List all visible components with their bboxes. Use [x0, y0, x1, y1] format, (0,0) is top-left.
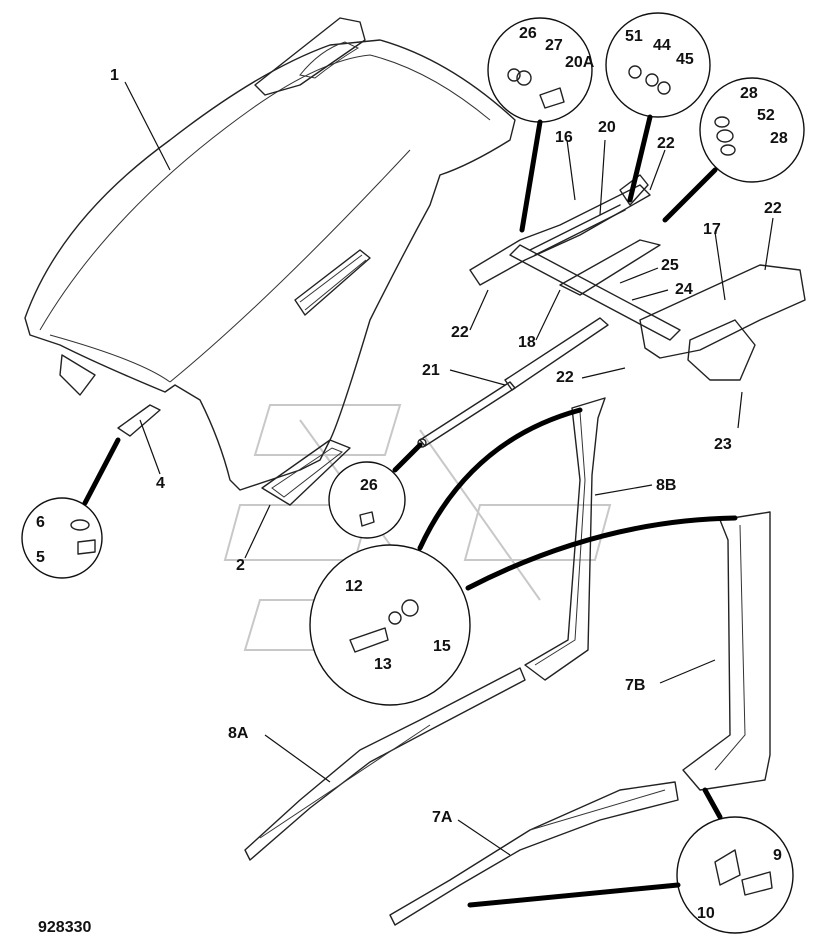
detail-circle-26-low [328, 442, 423, 539]
label-8a: 8A [228, 725, 249, 742]
label-25: 25 [661, 257, 679, 274]
label-9: 9 [773, 847, 782, 864]
label-45: 45 [676, 51, 694, 68]
label-51: 51 [625, 28, 643, 45]
part-8a-trim [244, 667, 526, 861]
part-7b-panel [682, 511, 771, 791]
label-10: 10 [697, 905, 715, 922]
drawing-number: 928330 [38, 919, 91, 936]
detail-circle-9-10 [467, 787, 794, 934]
label-26-low: 26 [360, 477, 378, 494]
label-20: 20 [598, 119, 616, 136]
label-15: 15 [433, 638, 451, 655]
label-7b: 7B [625, 677, 645, 694]
label-12: 12 [345, 578, 363, 595]
label-17: 17 [703, 221, 721, 238]
part-7a-panel [389, 781, 679, 926]
leader-lines [124, 81, 774, 856]
label-21: 21 [422, 362, 440, 379]
label-8b: 8B [656, 477, 676, 494]
label-24: 24 [675, 281, 693, 298]
label-13: 13 [374, 656, 392, 673]
hinge-assembly [469, 174, 806, 381]
part-2-insert [261, 439, 351, 506]
label-26-top: 26 [519, 25, 537, 42]
label-4: 4 [156, 475, 165, 492]
detail-circle-4 [21, 437, 121, 579]
label-2: 2 [236, 557, 245, 574]
label-1: 1 [110, 67, 119, 84]
label-23: 23 [714, 436, 732, 453]
hardware-glyphs [70, 65, 773, 896]
detail-circle-top-a [487, 17, 593, 233]
part-1-hood-cover [24, 17, 516, 491]
label-22-b: 22 [764, 200, 782, 217]
detail-circle-right [662, 77, 805, 223]
label-27: 27 [545, 37, 563, 54]
part-8b-trim [524, 397, 606, 681]
label-16: 16 [555, 129, 573, 146]
label-52: 52 [757, 107, 775, 124]
label-18: 18 [518, 334, 536, 351]
label-6: 6 [36, 514, 45, 531]
label-44: 44 [653, 37, 671, 54]
part-21-gas-strut [417, 317, 609, 448]
part-4-bracket [117, 404, 161, 437]
label-7a: 7A [432, 809, 453, 826]
callout-labels: 1 2 4 5 6 7A 7B 8A 8B 9 10 12 13 15 16 1… [36, 25, 788, 936]
label-28-a: 28 [740, 85, 758, 102]
label-22-d: 22 [556, 369, 574, 386]
label-20a: 20A [565, 54, 595, 71]
detail-circle-top-b [605, 12, 711, 203]
detail-circle-12-13-15 [309, 407, 738, 706]
label-22-c: 22 [451, 324, 469, 341]
label-28-b: 28 [770, 130, 788, 147]
label-22-a: 22 [657, 135, 675, 152]
label-5: 5 [36, 549, 45, 566]
